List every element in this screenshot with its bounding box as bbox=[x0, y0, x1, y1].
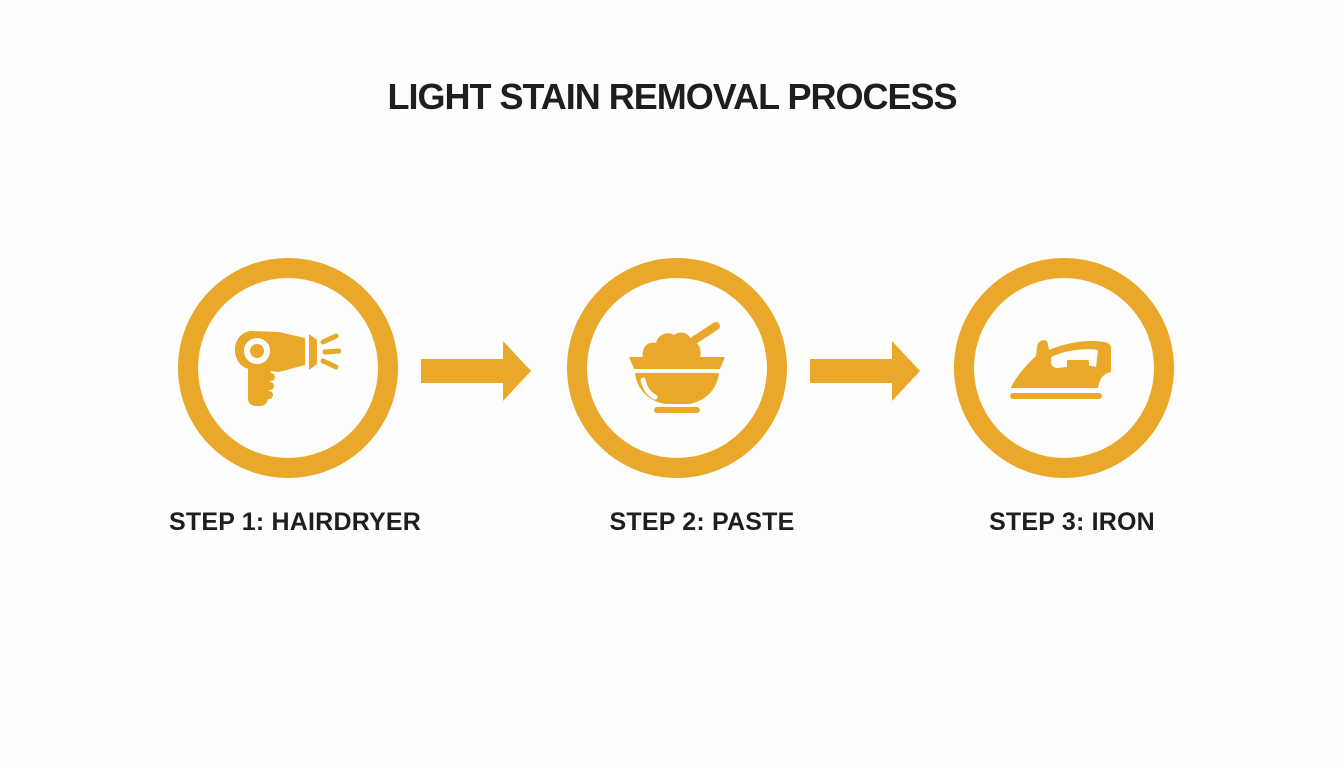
iron-icon bbox=[1010, 340, 1111, 399]
hairdryer-icon bbox=[235, 331, 341, 406]
step-1-label: STEP 1: HAIRDRYER bbox=[168, 508, 422, 536]
step-3-label: STEP 3: IRON bbox=[989, 508, 1155, 536]
arrow-right-icon bbox=[421, 341, 531, 401]
step-3-circle bbox=[954, 258, 1174, 478]
arrow-right-icon bbox=[810, 341, 920, 401]
paste-bowl-icon bbox=[629, 322, 725, 413]
step-2-circle bbox=[567, 258, 787, 478]
step-1-circle bbox=[178, 258, 398, 478]
step-2-label: STEP 2: PASTE bbox=[609, 508, 795, 536]
page-title: LIGHT STAIN REMOVAL PROCESS bbox=[387, 76, 957, 117]
